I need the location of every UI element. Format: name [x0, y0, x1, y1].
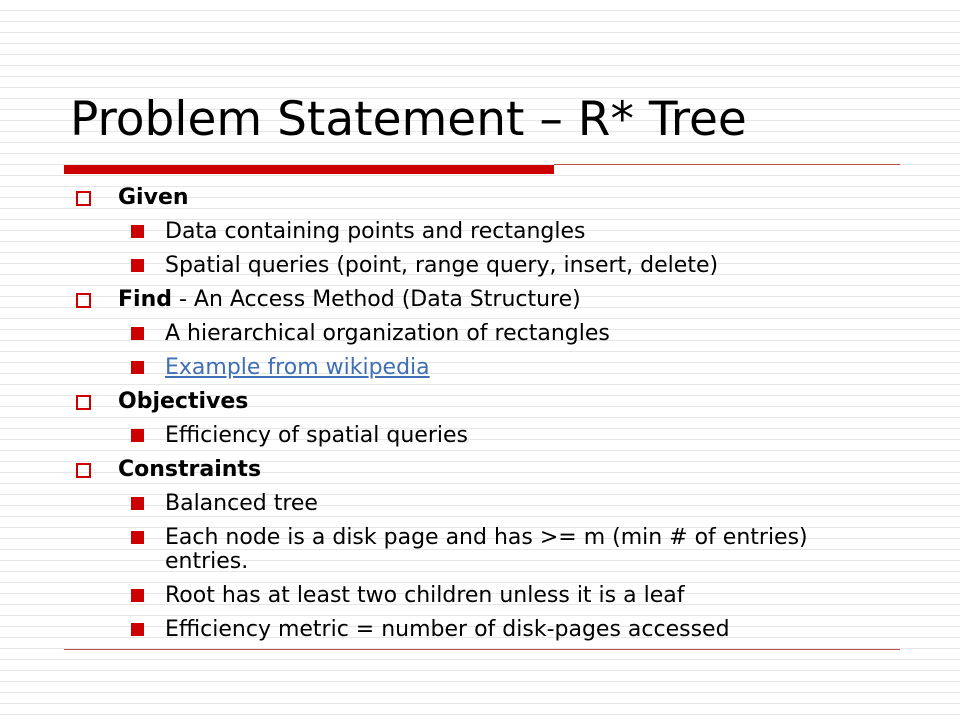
list-item: Efficiency of spatial queries [0, 424, 960, 448]
slide-title: Problem Statement – R* Tree [70, 92, 747, 147]
hollow-square-bullet-icon [76, 293, 91, 308]
section-objectives: Objectives [0, 390, 960, 414]
title-underline-bar [64, 165, 554, 174]
hollow-square-bullet-icon [76, 191, 91, 206]
list-item: Balanced tree [0, 492, 960, 516]
list-item: Spatial queries (point, range query, ins… [0, 254, 960, 278]
section-label: Find [118, 287, 172, 312]
section-constraints: Constraints [0, 458, 960, 482]
list-item-text: Data containing points and rectangles [165, 219, 586, 244]
filled-square-bullet-icon [131, 497, 144, 510]
list-item-text: A hierarchical organization of rectangle… [165, 321, 610, 346]
filled-square-bullet-icon [131, 327, 144, 340]
list-item: Data containing points and rectangles [0, 220, 960, 244]
section-find: Find - An Access Method (Data Structure) [0, 288, 960, 312]
slide-content: Given Data containing points and rectang… [0, 186, 960, 642]
wikipedia-example-link[interactable]: Example from wikipedia [165, 355, 430, 380]
filled-square-bullet-icon [131, 225, 144, 238]
list-item-text: Root has at least two children unless it… [165, 583, 685, 608]
section-label: Objectives [118, 389, 249, 414]
title-rule-line [554, 164, 900, 165]
filled-square-bullet-icon [131, 361, 144, 374]
list-item: A hierarchical organization of rectangle… [0, 322, 960, 346]
bottom-rule-line [64, 649, 900, 650]
filled-square-bullet-icon [131, 531, 144, 544]
section-label: Given [118, 185, 189, 210]
list-item: Each node is a disk page and has >= m (m… [0, 526, 865, 574]
list-item-text: Efficiency of spatial queries [165, 423, 468, 448]
section-suffix: - An Access Method (Data Structure) [171, 287, 581, 312]
section-given: Given [0, 186, 960, 210]
list-item: Example from wikipedia [0, 356, 960, 380]
list-item-text: Each node is a disk page and has >= m (m… [165, 525, 808, 574]
filled-square-bullet-icon [131, 429, 144, 442]
list-item-text: Efficiency metric = number of disk-pages… [165, 617, 730, 642]
hollow-square-bullet-icon [76, 395, 91, 410]
filled-square-bullet-icon [131, 259, 144, 272]
list-item: Root has at least two children unless it… [0, 584, 960, 608]
filled-square-bullet-icon [131, 623, 144, 636]
list-item-text: Spatial queries (point, range query, ins… [165, 253, 719, 278]
filled-square-bullet-icon [131, 589, 144, 602]
section-label: Constraints [118, 457, 262, 482]
hollow-square-bullet-icon [76, 463, 91, 478]
list-item-text: Balanced tree [165, 491, 318, 516]
list-item: Efficiency metric = number of disk-pages… [0, 618, 960, 642]
